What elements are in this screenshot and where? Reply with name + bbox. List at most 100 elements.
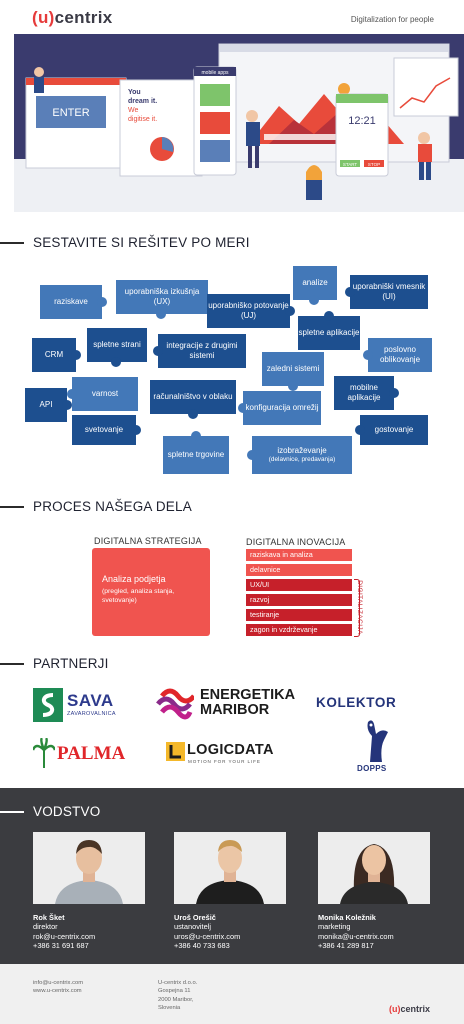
partner-sava-name: SAVA <box>67 691 114 710</box>
puzzle-label: analize <box>302 278 328 287</box>
puzzle-piece[interactable]: varnost <box>67 377 138 411</box>
puzzle-piece[interactable]: uporabniško potovanje (UJ) <box>207 294 295 328</box>
footer-logo[interactable]: (u)centrix <box>389 1004 430 1014</box>
section-title-partners: PARTNERJI <box>0 656 464 672</box>
puzzle-piece[interactable]: analize <box>293 266 337 305</box>
avatar <box>174 832 286 904</box>
section-title-partners-text: PARTNERJI <box>33 656 109 671</box>
partner-logicdata: LOGICDATA <box>187 742 274 758</box>
innovation-step: delavnice <box>246 564 352 576</box>
person-phone[interactable]: +386 40 733 683 <box>174 941 230 951</box>
puzzle-piece[interactable]: računalništvo v oblaku <box>150 380 236 419</box>
person-phone[interactable]: +386 41 289 817 <box>318 941 374 951</box>
footer-logo-paren-close: ) <box>397 1004 401 1014</box>
puzzle-piece[interactable]: API <box>25 388 72 422</box>
footer-web[interactable]: www.u-centrix.com <box>33 988 82 995</box>
puzzle-label: varnost <box>91 389 119 398</box>
partner-energetika: ENERGETIKA MARIBOR <box>200 688 295 718</box>
section-title-leadership-text: VODSTVO <box>33 804 101 819</box>
footer-logo-paren-open: ( <box>388 1004 392 1014</box>
logo[interactable]: (u)centrix <box>32 8 112 28</box>
puzzle-piece[interactable]: spletne strani <box>87 328 147 367</box>
footer-street: Gospejna 11 <box>158 988 191 995</box>
footer-address: U-centrix d.o.o. Gospejna 11 2000 Maribo… <box>158 979 197 1013</box>
person-email[interactable]: uros@u-centrix.com <box>174 931 241 941</box>
site-footer: info@u-centrix.com www.u-centrix.com U-c… <box>0 964 464 1024</box>
innovation-step: testiranje <box>246 609 352 621</box>
puzzle-label: integracije z drugimi sistemi <box>166 341 238 360</box>
puzzle-piece[interactable]: mobilne aplikacije <box>334 376 399 410</box>
strategy-box-sub: (pregled, analiza stanja, svetovanje) <box>102 588 175 604</box>
puzzle-area: raziskave uporabniška izkušnja (UX) upor… <box>0 258 464 483</box>
logicdata-logo-mark <box>166 742 185 761</box>
partner-logicdata-sub: MOTION FOR YOUR LIFE <box>188 759 261 764</box>
puzzle-label: uporabniška izkušnja (UX) <box>124 287 200 306</box>
puzzle-piece[interactable]: spletne trgovine <box>163 431 229 474</box>
puzzle-label: mobilne aplikacije <box>347 383 381 402</box>
person-email[interactable]: monika@u-centrix.com <box>318 931 394 941</box>
puzzle-label: CRM <box>44 350 64 359</box>
logo-u: u <box>37 8 49 27</box>
hero-screen2-line1: You <box>128 89 141 96</box>
puzzle-piece[interactable]: konfiguracija omrežij <box>238 391 321 425</box>
puzzle-piece[interactable]: izobraževanje(delavnice, predavanja) <box>247 436 352 474</box>
hero-screen3-label: mobile apps <box>202 70 229 76</box>
puzzle-piece[interactable]: uporabniška izkušnja (UX) <box>116 280 208 319</box>
innovation-step: razvoj <box>246 594 352 606</box>
person-email[interactable]: rok@u-centrix.com <box>33 931 96 941</box>
puzzle-label: spletne aplikacije <box>298 328 360 337</box>
puzzle-piece[interactable]: CRM <box>32 338 81 372</box>
puzzle-label: raziskave <box>54 297 88 306</box>
puzzle-label: spletne strani <box>93 340 141 349</box>
innovation-step: UX/UI <box>246 579 352 591</box>
footer-logo-u: u <box>391 1004 398 1014</box>
person-role: marketing <box>318 922 351 932</box>
hero-screen2-line4: digitise it. <box>128 116 157 123</box>
puzzle-piece[interactable]: poslovno oblikovanje <box>363 338 432 372</box>
footer-country: Slovenia <box>158 1005 181 1012</box>
energetika-logo-mark <box>156 688 194 720</box>
section-title-solution-text: SESTAVITE SI REŠITEV PO MERI <box>33 235 250 250</box>
section-title-leadership: VODSTVO <box>0 804 464 820</box>
puzzle-piece[interactable]: svetovanje <box>72 415 141 445</box>
strategy-box: Analiza podjetja (pregled, analiza stanj… <box>92 548 210 636</box>
person-card: Monika Koležnik marketing monika@u-centr… <box>318 913 438 951</box>
person-name: Monika Koležnik <box>318 913 376 922</box>
person-name: Uroš Orešič <box>174 913 216 922</box>
footer-company: U-centrix d.o.o. <box>158 980 198 986</box>
hero-start-label: START <box>343 162 358 167</box>
partner-kolektor: KOLEKTOR <box>316 695 397 710</box>
section-title-process-text: PROCES NAŠEGA DELA <box>33 499 192 514</box>
partner-energetika-line1: ENERGETIKA <box>200 687 296 703</box>
puzzle-piece[interactable]: gostovanje <box>355 415 428 445</box>
puzzle-label: zaledni sistemi <box>266 364 320 373</box>
footer-email[interactable]: info@u-centrix.com <box>33 980 84 986</box>
person-role: direktor <box>33 922 58 932</box>
partner-dopps: DOPPS <box>357 764 387 773</box>
palm-tree-icon <box>33 738 55 768</box>
puzzle-piece[interactable]: raziskave <box>40 285 107 319</box>
tagline: Digitalization for people <box>350 15 434 24</box>
hero-screen1-text: ENTER <box>52 107 89 119</box>
footer-logo-rest: centrix <box>400 1004 430 1014</box>
person-name: Rok Šket <box>33 913 65 922</box>
person-phone[interactable]: +386 31 691 687 <box>33 941 89 951</box>
puzzle-label: računalništvo v oblaku <box>153 392 233 401</box>
innovation-step: raziskava in analiza <box>246 549 352 561</box>
logo-paren-open: ( <box>32 8 38 27</box>
section-dash <box>0 811 24 813</box>
puzzle-piece[interactable]: uporabniški vmesnik (UI) <box>345 275 428 309</box>
puzzle-label: izobraževanje <box>277 446 327 455</box>
puzzle-piece[interactable]: integracije z drugimi sistemi <box>153 334 246 368</box>
puzzle-piece[interactable]: spletne aplikacije <box>298 311 360 350</box>
section-dash <box>0 506 24 508</box>
puzzle-piece[interactable]: zaledni sistemi <box>262 352 324 391</box>
puzzle-label: gostovanje <box>374 425 414 434</box>
strategy-label: DIGITALNA STRATEGIJA <box>94 536 202 546</box>
strategy-box-title: Analiza podjetja <box>102 574 166 584</box>
hero-screen2-line2: dream it. <box>128 98 157 105</box>
puzzle-label: uporabniško potovanje (UJ) <box>208 301 289 320</box>
logo-rest: centrix <box>54 8 113 27</box>
hero-clock: 12:21 <box>348 115 376 127</box>
puzzle-sublabel: (delavnice, predavanja) <box>268 456 336 463</box>
